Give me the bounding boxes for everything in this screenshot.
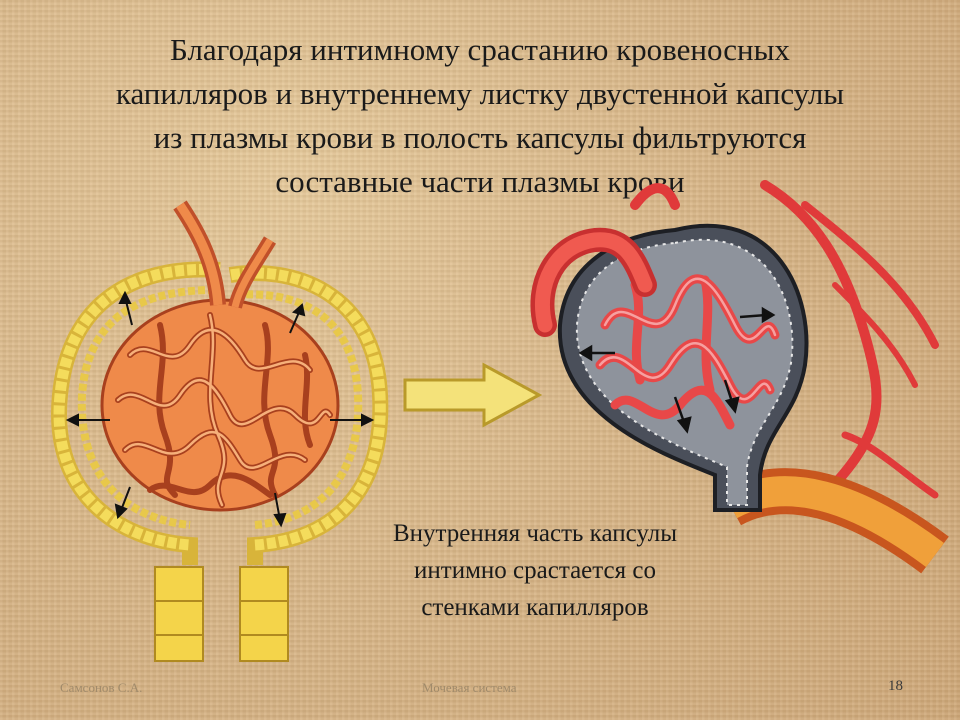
title-line-3: из плазмы крови в полость капсулы фильтр… xyxy=(153,120,807,155)
glomerulus-schematic xyxy=(51,200,389,662)
slide-title: Благодаря интимному срастанию кровеносны… xyxy=(20,28,940,204)
footer-subject: Мочевая система xyxy=(422,680,517,695)
title-line-4: составные части плазмы крови xyxy=(275,164,685,199)
caption-line-3: стенками капилляров xyxy=(421,594,649,621)
figure-caption: Внутренняя часть капсулы интимно срастае… xyxy=(330,515,740,626)
filtration-arrows xyxy=(65,290,375,528)
title-line-1: Благодаря интимному срастанию кровеносны… xyxy=(170,32,790,67)
right-arrow-icon xyxy=(403,362,542,428)
title-line-2: капилляров и внутреннему листку двустенн… xyxy=(115,76,845,111)
capsule-inner-wall xyxy=(77,286,363,529)
renal-corpuscle-illustration xyxy=(530,180,949,574)
tubule-cells xyxy=(154,566,289,662)
slide-number: 18 xyxy=(888,678,903,694)
caption-line-1: Внутренняя часть капсулы xyxy=(392,520,678,547)
blood-vessels xyxy=(630,180,939,510)
caption-line-2: интимно срастается со xyxy=(414,557,656,584)
footer-author: Самсонов С.А. xyxy=(60,680,143,695)
filtration-arrows-right xyxy=(578,306,776,434)
